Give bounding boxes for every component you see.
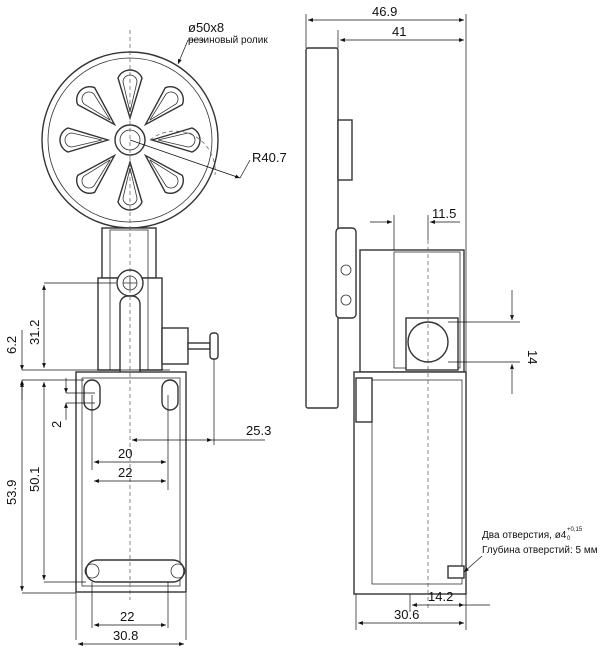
roller-spoke-opening: [143, 86, 184, 127]
radius-label: R40.7: [252, 150, 287, 165]
roller-spoke-inner: [81, 91, 111, 121]
dim-22-bottom: 22: [120, 609, 134, 624]
holes-note-tol-upper: +0,15: [567, 527, 583, 533]
dim-2: 2: [49, 421, 64, 428]
plunger: [119, 295, 141, 379]
roller-side: [305, 47, 339, 409]
dim-20: 20: [118, 446, 132, 461]
diameter-leader: [177, 39, 189, 65]
dim-6-2: 6.2: [4, 336, 19, 354]
dim-50-1: 50.1: [27, 467, 42, 492]
mount-slot-right: [161, 379, 179, 411]
roller-spoke-opening: [149, 127, 201, 153]
dim-31-2: 31.2: [27, 320, 42, 345]
roller-spoke-inner: [149, 91, 179, 121]
dim-22-top: 22: [118, 465, 132, 480]
front-view: [20, 30, 265, 646]
roller-spoke-inner: [64, 132, 103, 148]
roller-spoke-inner: [157, 132, 196, 148]
mount-hole-side: [447, 565, 465, 579]
side-boss: [161, 327, 189, 365]
roller-spoke-opening: [76, 153, 117, 194]
holes-note-line2: Глубина отверстий: 5 мм: [482, 544, 598, 556]
roller-spoke-inner: [81, 159, 111, 189]
dim-53-9: 53.9: [4, 480, 19, 505]
dim-46-9: 46.9: [372, 4, 397, 19]
lever-side: [335, 227, 357, 319]
dim-14: 14: [525, 350, 540, 364]
side-knob: [209, 332, 219, 360]
dim-14-2: 14.2: [428, 589, 453, 604]
roller-spoke-opening: [76, 86, 117, 127]
dim-30-8: 30.8: [113, 628, 138, 643]
roller-spoke-opening: [59, 127, 111, 153]
side-view: [305, 14, 520, 630]
bottom-slot: [85, 559, 185, 583]
dim-41: 41: [392, 24, 406, 39]
roller-spoke-opening: [143, 153, 184, 194]
dim-11-5: 11.5: [432, 206, 456, 221]
roller-material-label: резиновый ролик: [188, 35, 268, 46]
roller-spoke-inner: [149, 159, 179, 189]
roller-diameter-label: ø50x8: [188, 20, 224, 35]
dim-30-6: 30.6: [394, 607, 419, 622]
holes-note-line1: Два отверстия, ø4: [482, 530, 567, 541]
dim-25-3: 25.3: [246, 423, 271, 438]
holes-note-tol-lower: 0: [567, 536, 571, 542]
radius-leader: [129, 139, 241, 179]
